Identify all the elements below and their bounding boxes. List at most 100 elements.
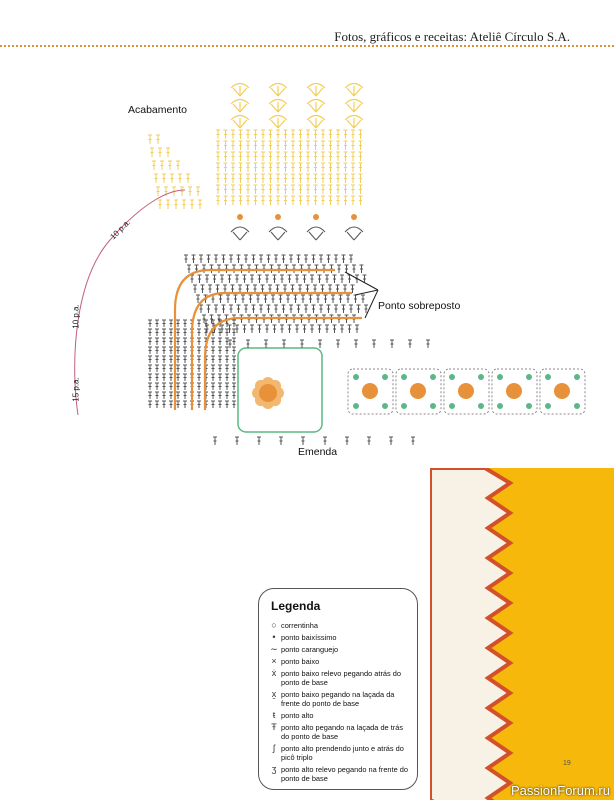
stitch	[343, 195, 348, 205]
stitch	[235, 436, 239, 445]
stitch	[246, 339, 250, 348]
stitch	[318, 339, 322, 348]
stitch	[328, 195, 333, 205]
stitch	[253, 173, 258, 183]
stitch	[253, 284, 257, 293]
stitch	[268, 151, 273, 161]
stitch	[289, 304, 293, 313]
stitch	[148, 355, 152, 363]
stitch	[326, 254, 331, 263]
flower-center	[506, 383, 522, 399]
stitch	[183, 355, 187, 363]
stitch	[276, 151, 280, 161]
stitch	[336, 162, 340, 172]
fan-stitch	[230, 114, 250, 129]
legend-title: Legenda	[271, 599, 321, 613]
stitch	[218, 328, 222, 336]
stitch	[263, 294, 268, 303]
stitch	[298, 184, 303, 194]
stitch	[358, 162, 363, 172]
stitch	[349, 304, 353, 313]
stitch	[232, 337, 236, 345]
flower-center	[259, 384, 277, 402]
stitch	[176, 328, 180, 336]
stitch	[225, 391, 229, 399]
stitch	[359, 264, 364, 273]
stitch	[364, 304, 368, 313]
legend-item-label: correntinha	[281, 621, 318, 630]
stitch	[302, 274, 307, 283]
stitch	[200, 284, 205, 293]
stitch	[411, 436, 415, 445]
stitch	[313, 140, 318, 150]
stitch	[148, 373, 152, 381]
stitch	[295, 274, 299, 283]
motif-square-small	[395, 368, 442, 415]
stitch	[169, 364, 173, 372]
stitch-symbol-icon: ŧ	[272, 710, 276, 720]
stitch	[197, 346, 201, 354]
stitch	[231, 162, 235, 172]
stitch	[336, 151, 340, 161]
stitch	[283, 162, 288, 172]
stitch	[355, 324, 359, 333]
stitch	[253, 195, 258, 205]
stitch	[340, 274, 344, 283]
stitch	[183, 319, 187, 327]
stitch	[197, 328, 201, 336]
fan-stitch	[268, 226, 288, 241]
stitch	[335, 284, 340, 293]
stitch	[304, 304, 308, 313]
flower-center	[362, 383, 378, 399]
stitch	[257, 324, 262, 333]
legend-item: ○correntinha	[267, 621, 409, 631]
stitch	[231, 129, 235, 139]
stitch	[162, 337, 166, 345]
stitch	[226, 294, 230, 303]
legend-item: ∼ponto caranguejo	[267, 644, 409, 655]
stitch	[223, 284, 227, 293]
stitch	[295, 324, 299, 333]
fan-stitch	[268, 98, 288, 113]
stitch	[321, 195, 325, 205]
stitch	[156, 134, 160, 144]
stitch	[218, 382, 222, 390]
stitch	[298, 129, 303, 139]
stitch	[182, 199, 186, 209]
legend-item-label: ponto alto relevo pegando na frente do p…	[281, 765, 408, 783]
stitch	[211, 382, 215, 390]
legend-item-label: ponto baixo	[281, 657, 320, 666]
motif-square-small	[443, 368, 490, 415]
stitch	[347, 274, 352, 283]
overlay-stitch-line	[173, 268, 335, 410]
stitch	[197, 337, 201, 345]
stitch	[238, 173, 243, 183]
stitch	[211, 346, 215, 354]
stitch	[218, 337, 222, 345]
stitch	[166, 199, 170, 209]
legend-item-label: ponto alto pegando na laçada de trás do …	[281, 723, 404, 741]
stitch	[246, 140, 250, 150]
stitch	[351, 129, 355, 139]
stitch	[176, 160, 180, 170]
stitch	[183, 382, 187, 390]
stitch	[281, 254, 286, 263]
leaf	[545, 403, 551, 409]
fan-stitch	[230, 98, 250, 113]
stitch	[148, 382, 152, 390]
label-overlay-stitch: Ponto sobreposto	[378, 300, 461, 312]
stitch	[426, 339, 430, 348]
stitch	[221, 304, 226, 313]
stitch	[225, 400, 229, 408]
stitch	[281, 304, 286, 313]
stitch	[372, 339, 376, 348]
stitch-symbol-icon: ∼	[270, 644, 278, 654]
stitch	[248, 294, 253, 303]
stitch	[266, 304, 271, 313]
stitch-symbol-icon: ʒ	[271, 764, 277, 774]
stitch	[204, 328, 208, 336]
stitch	[336, 184, 340, 194]
stitch	[278, 294, 283, 303]
